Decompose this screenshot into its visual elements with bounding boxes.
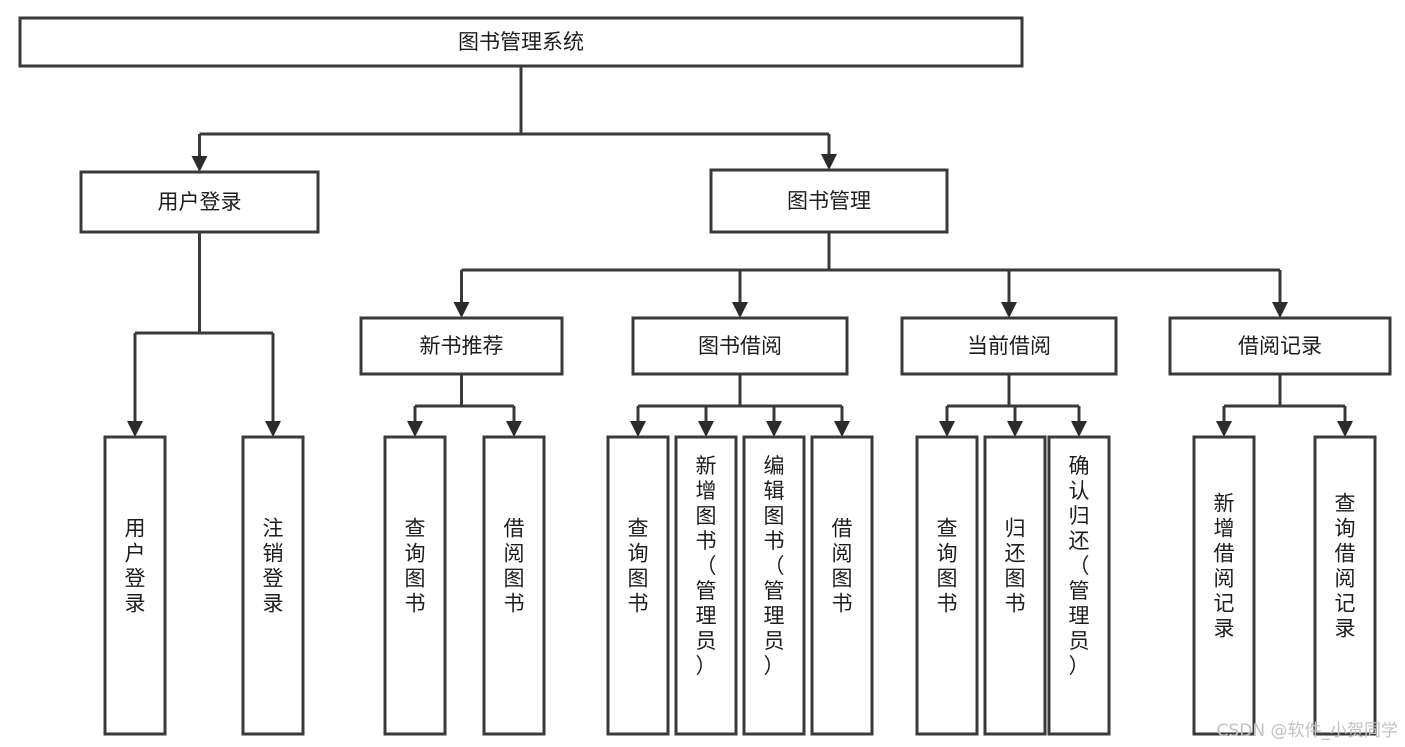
node-new-book-rec-box <box>359 316 564 376</box>
node-leaf-rec-borrow-book[interactable]: 借阅图书 <box>482 435 546 736</box>
user-login-to-leaves-branch-0-arrowhead <box>127 421 143 437</box>
node-user-login[interactable]: 用户登录 <box>79 170 320 234</box>
node-leaf-user-login-label: 用户登录 <box>125 517 146 616</box>
node-leaf-borrow-borrow-book-label: 借阅图书 <box>832 517 853 616</box>
node-leaf-current-query-book-label: 查询图书 <box>937 517 958 616</box>
node-current-borrow[interactable]: 当前借阅 <box>900 316 1118 376</box>
node-leaf-borrow-borrow-book-box <box>810 435 874 736</box>
borrow-record-to-leaves-branch-0-arrowhead <box>1216 421 1232 437</box>
book-manage-to-level2-branch-1-arrowhead <box>732 302 748 318</box>
book-manage-to-level2-branch-3-arrowhead <box>1272 302 1288 318</box>
node-leaf-current-return-book[interactable]: 归还图书 <box>983 435 1047 736</box>
root-to-level1-branch-0-arrowhead <box>191 156 208 172</box>
node-leaf-borrow-query-book[interactable]: 查询图书 <box>606 435 670 736</box>
node-leaf-user-logout-label: 注销登录 <box>263 517 284 616</box>
node-leaf-rec-query-book-label: 查询图书 <box>405 517 426 616</box>
node-book-borrow-label: 图书借阅 <box>698 334 782 358</box>
node-leaf-user-login-box <box>103 435 167 736</box>
node-leaf-record-query-box <box>1313 435 1377 736</box>
node-book-manage-label: 图书管理 <box>787 189 871 213</box>
borrow-record-to-leaves-branch-1-arrowhead <box>1337 421 1353 437</box>
node-leaf-rec-borrow-book-label: 借阅图书 <box>504 517 525 616</box>
node-book-manage[interactable]: 图书管理 <box>709 168 949 234</box>
node-leaf-user-login[interactable]: 用户登录 <box>103 435 167 736</box>
node-leaf-record-query[interactable]: 查询借阅记录 <box>1313 435 1377 736</box>
node-leaf-record-add-box <box>1192 435 1256 736</box>
book-borrow-to-leaves-branch-0-arrowhead <box>630 421 646 437</box>
node-book-borrow-box <box>631 316 849 376</box>
node-leaf-rec-borrow-book-box <box>482 435 546 736</box>
book-manage-to-level2-branch-2-arrowhead <box>1001 302 1017 318</box>
node-book-borrow[interactable]: 图书借阅 <box>631 316 849 376</box>
node-leaf-user-logout-box <box>241 435 305 736</box>
node-leaf-borrow-query-book-label: 查询图书 <box>628 517 649 616</box>
node-leaf-borrow-add-book[interactable]: 新增图书（管理员） <box>674 435 738 736</box>
node-leaf-record-add[interactable]: 新增借阅记录 <box>1192 435 1256 736</box>
node-new-book-rec-label: 新书推荐 <box>420 334 504 358</box>
node-layer: 图书管理系统用户登录图书管理新书推荐图书借阅当前借阅借阅记录用户登录注销登录查询… <box>18 16 1392 736</box>
node-current-borrow-label: 当前借阅 <box>967 334 1051 358</box>
node-leaf-borrow-add-book-box <box>674 435 738 736</box>
watermark-label: CSDN @软件_小贺同学 <box>1217 721 1398 741</box>
connector-layer <box>127 66 1353 437</box>
node-user-login-box <box>79 170 320 234</box>
new-book-rec-to-leaves-branch-0-arrowhead <box>407 421 423 437</box>
user-login-to-leaves-branch-1-arrowhead <box>265 421 281 437</box>
root-to-level1-branch-1-arrowhead <box>821 154 837 170</box>
node-new-book-rec[interactable]: 新书推荐 <box>359 316 564 376</box>
node-leaf-borrow-edit-book-box <box>742 435 806 736</box>
node-root-book-management-system[interactable]: 图书管理系统 <box>18 16 1024 68</box>
current-borrow-to-leaves-branch-0-arrowhead <box>939 421 955 437</box>
node-leaf-borrow-edit-book-label: 编辑图书（管理员） <box>764 454 785 678</box>
book-borrow-to-leaves-branch-1-arrowhead <box>698 421 714 437</box>
node-leaf-rec-query-book-box <box>383 435 447 736</box>
node-root-book-management-system-box <box>18 16 1024 68</box>
node-leaf-current-confirm-return-box <box>1047 435 1111 736</box>
book-borrow-to-leaves-branch-3-arrowhead <box>834 421 850 437</box>
new-book-rec-to-leaves-branch-1-arrowhead <box>506 421 522 437</box>
node-leaf-borrow-query-book-box <box>606 435 670 736</box>
node-leaf-current-confirm-return-label: 确认归还（管理员） <box>1069 454 1090 678</box>
node-book-manage-box <box>709 168 949 234</box>
book-manage-to-level2-branch-0-arrowhead <box>453 302 470 318</box>
node-leaf-rec-query-book[interactable]: 查询图书 <box>383 435 447 736</box>
node-current-borrow-box <box>900 316 1118 376</box>
node-leaf-current-query-book[interactable]: 查询图书 <box>915 435 979 736</box>
node-borrow-record[interactable]: 借阅记录 <box>1168 316 1392 376</box>
node-leaf-borrow-borrow-book[interactable]: 借阅图书 <box>810 435 874 736</box>
node-leaf-record-add-label: 新增借阅记录 <box>1214 492 1235 641</box>
current-borrow-to-leaves-branch-2-arrowhead <box>1071 421 1087 437</box>
node-borrow-record-label: 借阅记录 <box>1238 334 1322 358</box>
node-leaf-user-logout[interactable]: 注销登录 <box>241 435 305 736</box>
node-leaf-current-return-book-label: 归还图书 <box>1005 517 1026 616</box>
node-leaf-borrow-add-book-label: 新增图书（管理员） <box>696 454 717 678</box>
node-leaf-current-query-book-box <box>915 435 979 736</box>
current-borrow-to-leaves-branch-1-arrowhead <box>1007 421 1023 437</box>
node-user-login-label: 用户登录 <box>158 190 242 214</box>
node-leaf-current-return-book-box <box>983 435 1047 736</box>
node-leaf-current-confirm-return[interactable]: 确认归还（管理员） <box>1047 435 1111 736</box>
book-borrow-to-leaves-branch-2-arrowhead <box>766 421 782 437</box>
node-borrow-record-box <box>1168 316 1392 376</box>
node-root-book-management-system-label: 图书管理系统 <box>458 30 584 54</box>
node-leaf-record-query-label: 查询借阅记录 <box>1335 492 1356 641</box>
node-leaf-borrow-edit-book[interactable]: 编辑图书（管理员） <box>742 435 806 736</box>
